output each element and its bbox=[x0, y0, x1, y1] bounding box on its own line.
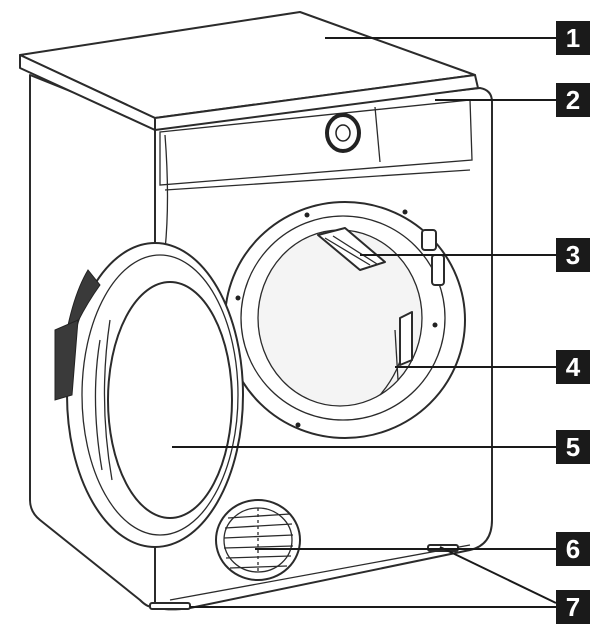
callouts: 1 2 3 4 5 6 7 bbox=[556, 21, 590, 624]
control-panel bbox=[159, 99, 473, 186]
leader-7b bbox=[439, 546, 557, 604]
program-knob bbox=[325, 113, 361, 153]
drum-lint-filter bbox=[317, 227, 386, 271]
leader-lines bbox=[172, 37, 557, 608]
door-latch bbox=[421, 229, 445, 286]
svg-text:6: 6 bbox=[566, 534, 580, 564]
callout-5: 5 bbox=[556, 430, 590, 464]
door-seal bbox=[379, 311, 413, 396]
callout-3: 3 bbox=[556, 238, 590, 272]
svg-text:5: 5 bbox=[566, 432, 580, 462]
callout-1: 1 bbox=[556, 21, 590, 55]
callout-2: 2 bbox=[556, 83, 590, 117]
svg-text:2: 2 bbox=[566, 85, 580, 115]
door bbox=[54, 242, 244, 548]
svg-text:7: 7 bbox=[566, 592, 580, 622]
callout-7: 7 bbox=[556, 590, 590, 624]
ventilation-grille bbox=[215, 499, 301, 581]
svg-text:1: 1 bbox=[566, 23, 580, 53]
callout-6: 6 bbox=[556, 532, 590, 566]
svg-text:4: 4 bbox=[566, 352, 581, 382]
svg-text:3: 3 bbox=[566, 240, 580, 270]
callout-4: 4 bbox=[556, 350, 590, 384]
